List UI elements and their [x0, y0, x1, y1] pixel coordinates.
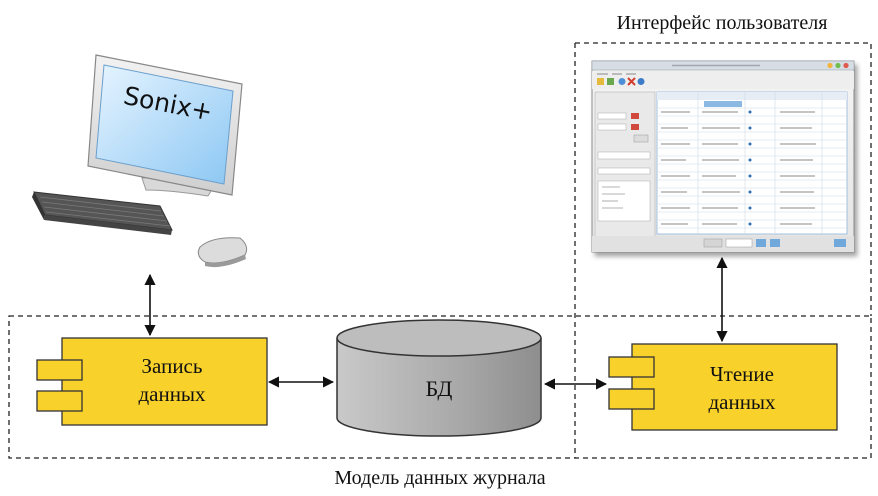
database-label: БД — [426, 376, 453, 401]
read-data-component: Чтение данных — [608, 343, 838, 431]
desktop-computer-icon: Sonix+ — [32, 54, 248, 268]
read-component-label-line2: данных — [708, 390, 776, 414]
database-cylinder-icon: БД — [336, 319, 542, 437]
read-component-label-line1: Чтение — [710, 362, 774, 386]
window-minimize-icon — [827, 62, 833, 69]
write-component-label-line1: Запись — [142, 354, 203, 378]
toolbar-help-icon — [637, 78, 645, 85]
window-close-icon — [843, 62, 849, 69]
keyboard-icon — [32, 191, 173, 235]
model-region: Модель данных журнала — [8, 315, 872, 489]
monitor: Sonix+ — [87, 54, 243, 196]
component-port-bottom — [36, 390, 83, 412]
toolbar-folder-icon — [597, 78, 604, 85]
arrows — [144, 256, 728, 390]
mouse-icon — [197, 237, 248, 268]
component-port-bottom — [608, 388, 655, 410]
model-region-label: Модель данных журнала — [334, 467, 545, 489]
component-port-top — [608, 356, 655, 378]
app-window-screenshot — [591, 60, 855, 253]
toolbar-delete-icon — [627, 77, 636, 86]
toolbar-refresh-icon — [607, 78, 614, 85]
model-region-border — [8, 315, 872, 459]
component-port-top — [36, 359, 83, 381]
window-maximize-icon — [835, 62, 841, 69]
write-component-label-line2: данных — [138, 382, 206, 406]
toolbar-info-icon — [618, 78, 626, 85]
write-data-component: Запись данных — [36, 337, 268, 426]
ui-region-label: Интерфейс пользователя — [617, 12, 828, 34]
